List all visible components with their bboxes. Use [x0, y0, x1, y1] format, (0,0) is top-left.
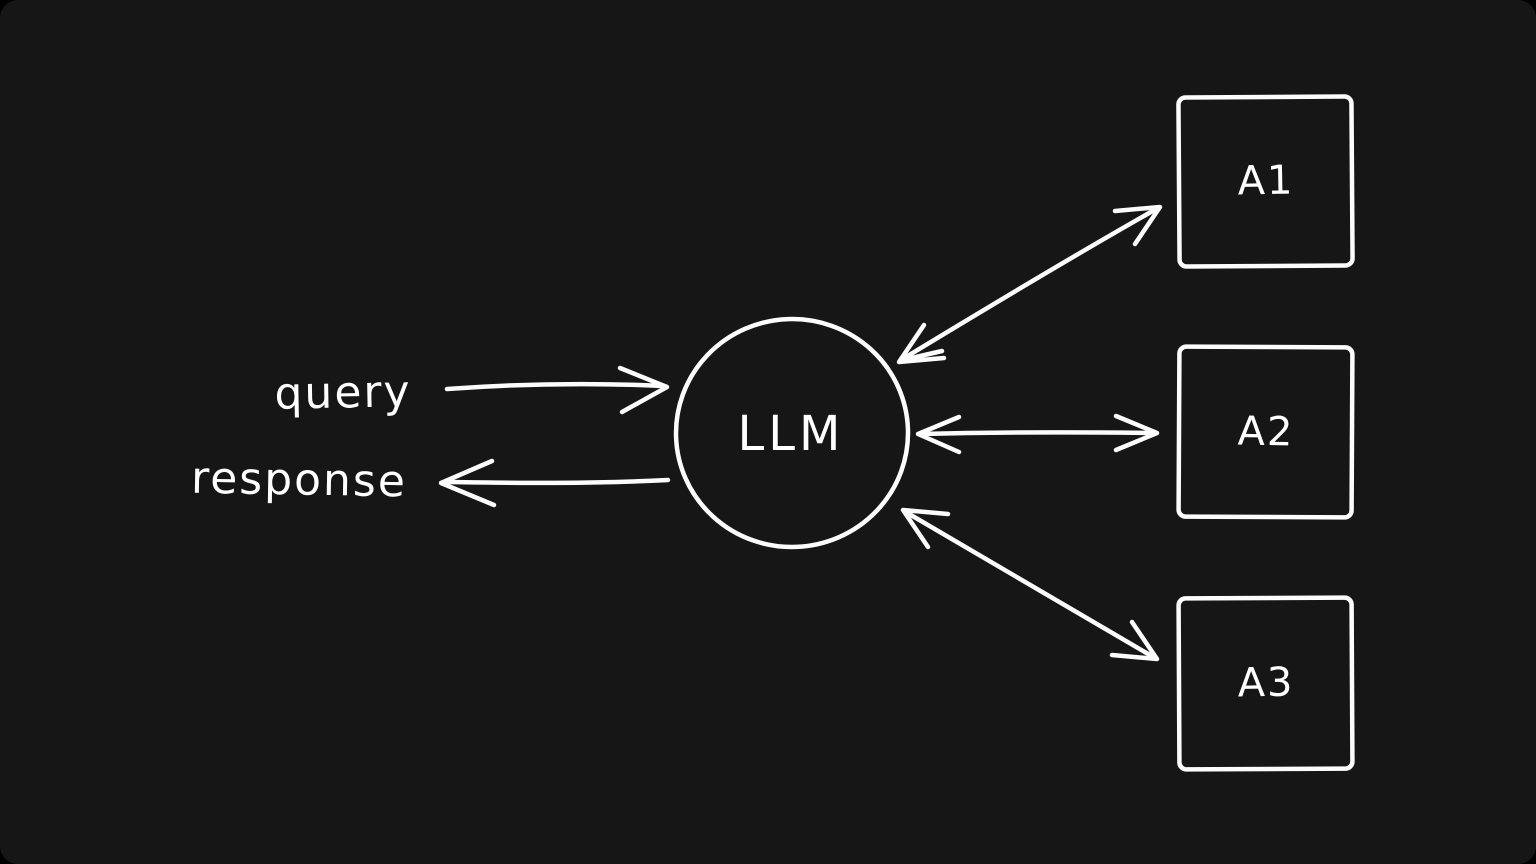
query-arrow [444, 365, 670, 415]
query-label: query [274, 366, 412, 420]
agent-2-label: A2 [1237, 408, 1295, 456]
agent-box-3 [1176, 595, 1355, 772]
agent-box-1 [1176, 94, 1355, 269]
agent-box-2 [1176, 344, 1355, 520]
response-label: response [190, 452, 408, 508]
agent-1-label: A1 [1237, 157, 1295, 205]
llm-label: LLM [737, 406, 845, 462]
response-arrow [438, 458, 671, 508]
llm-circle [673, 316, 911, 550]
llm-a2-arrow [915, 413, 1160, 455]
llm-a1-arrow [896, 204, 1163, 365]
llm-a3-arrow [900, 507, 1160, 662]
agent-3-label: A3 [1237, 659, 1295, 707]
